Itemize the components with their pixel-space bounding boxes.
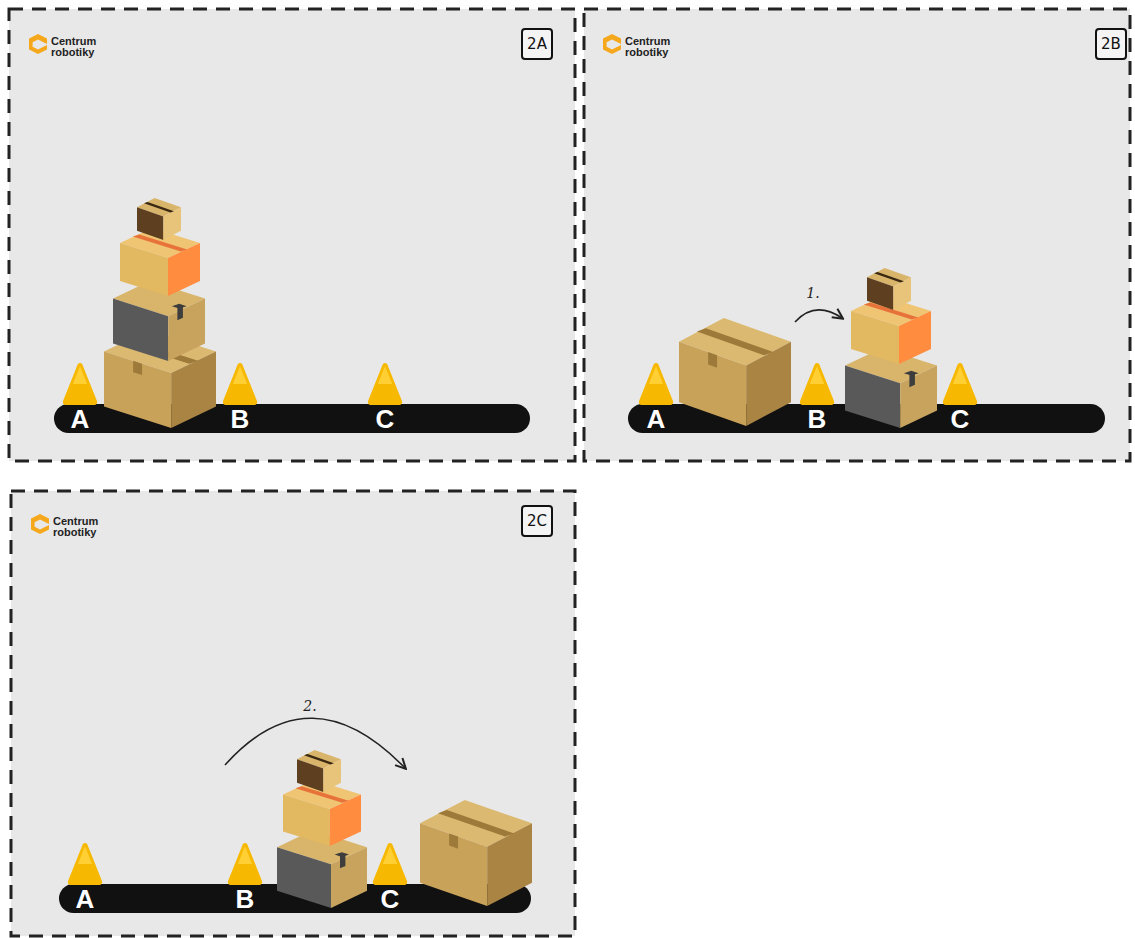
station-letter: C [381, 884, 400, 915]
station-letter: B [231, 404, 250, 435]
station-letter: B [236, 884, 255, 915]
station-letter: A [71, 404, 90, 435]
large-box [679, 318, 791, 426]
panel-tag-text: 2B [1101, 35, 1121, 53]
cone [66, 366, 95, 402]
panel-tag-text: 2A [527, 35, 547, 53]
cone [71, 846, 100, 882]
station-letter: A [76, 884, 95, 915]
panel-tag: 2A [521, 28, 553, 60]
step-number: 2. [303, 698, 316, 714]
cone [371, 366, 400, 402]
station-letter: C [951, 404, 970, 435]
move-arrow [225, 718, 405, 768]
logo-text: Centrum robotiky [51, 36, 101, 58]
station-letter: C [376, 404, 395, 435]
logo-icon [29, 34, 47, 54]
move-arrow [795, 310, 842, 322]
panel-tag-text: 2C [527, 512, 547, 530]
cone [946, 366, 975, 402]
logo-text: Centrum robotiky [625, 36, 675, 58]
step-number: 1. [806, 285, 819, 301]
panel-frame [9, 9, 575, 461]
cone [231, 846, 260, 882]
tiny-box [137, 198, 181, 240]
panel-tag: 2B [1095, 28, 1127, 60]
station-letter: B [808, 404, 827, 435]
panel-tag: 2C [521, 505, 553, 537]
cone [803, 366, 832, 402]
tiny-box [867, 268, 911, 310]
panel-frame [584, 9, 1130, 461]
logo-icon [31, 514, 49, 534]
cone [642, 366, 671, 402]
panel-frame [11, 491, 575, 936]
logo-icon [603, 34, 621, 54]
large-box [420, 800, 532, 906]
cone [226, 366, 255, 402]
station-letter: A [647, 404, 666, 435]
logo-text: Centrum robotiky [53, 516, 103, 538]
cone [376, 846, 405, 882]
tiny-box [297, 750, 341, 792]
